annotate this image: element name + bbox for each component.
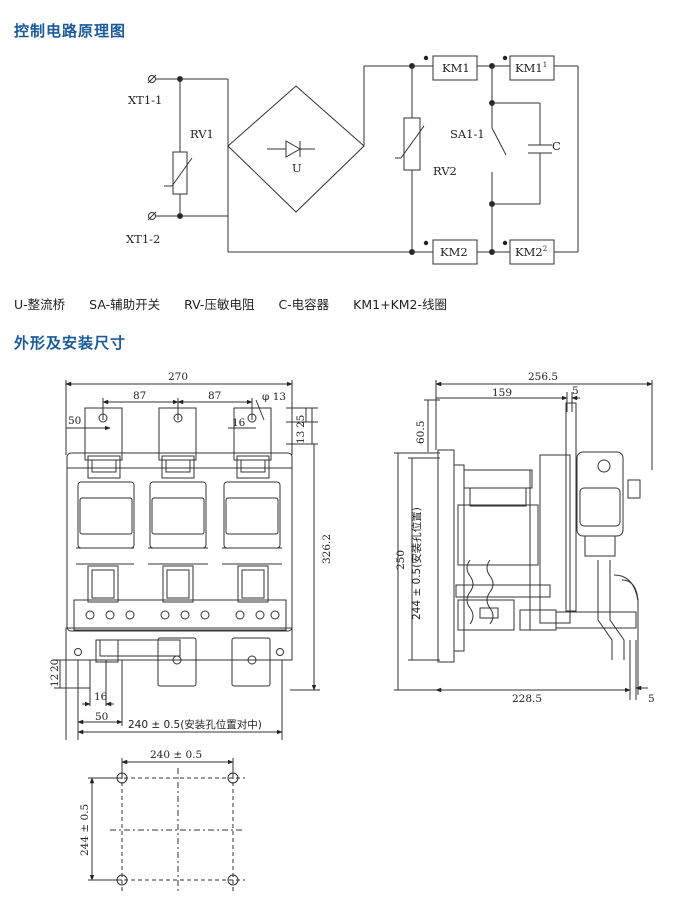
dim-159: 159 [492, 387, 512, 399]
legend-item: RV-压敏电阻 [184, 297, 255, 312]
switch-sa1-1 [491, 127, 507, 156]
side-view [394, 380, 653, 700]
terminal-xt1-1 [147, 74, 180, 84]
outline-dimensions-title: 外形及安装尺寸 [14, 334, 127, 352]
pole-1 [76, 407, 135, 603]
dim-60-5: 60.5 [415, 421, 427, 444]
legend-item: KM1+KM2-线圈 [353, 297, 448, 312]
dim-20: 20 [49, 659, 61, 672]
varistor-rv2 [403, 117, 421, 171]
dim-25: 25 [295, 415, 307, 428]
pole-2 [148, 407, 208, 603]
dim-5-bottom: 5 [648, 693, 655, 705]
legend-item: SA-辅助开关 [89, 297, 161, 312]
dim-13: 13 [295, 431, 307, 444]
legend-item: C-电容器 [278, 297, 330, 312]
front-view [54, 380, 320, 740]
label-u: U [292, 161, 302, 175]
mounting-hole-diagram [88, 758, 245, 892]
label-xt1-1: XT1-1 [128, 93, 162, 107]
label-km2: KM2 [440, 245, 468, 259]
label-sa1-1: SA1-1 [450, 127, 485, 141]
dim-250: 250 [395, 550, 407, 570]
dim-5-top: 5 [572, 385, 579, 397]
label-km1: KM1 [442, 61, 470, 75]
rectifier-bridge-u [227, 85, 365, 213]
dim-mount-side: 244 ± 0.5(安装孔位置) [410, 507, 423, 620]
pole-3 [222, 407, 282, 603]
component-legend: U-整流桥 SA-辅助开关 RV-压敏电阻 C-电容器 KM1+KM2-线圈 [14, 294, 467, 313]
dim-phi-13: φ 13 [262, 391, 286, 403]
varistor-rv1 [172, 151, 188, 195]
dim-87-b: 87 [208, 390, 221, 402]
dim-16: 16 [232, 417, 246, 429]
dim-50-bottom: 50 [95, 711, 108, 723]
dim-50: 50 [68, 415, 81, 427]
label-xt1-2: XT1-2 [126, 232, 160, 246]
label-km1-prime: KM11 [515, 61, 547, 75]
coil-km1 [432, 55, 478, 81]
legend-item: U-整流桥 [14, 297, 66, 312]
circuit-diagram [147, 55, 579, 265]
dim-hole-width: 240 ± 0.5 [150, 749, 202, 761]
dim-228-5: 228.5 [512, 693, 542, 705]
dim-16-bottom: 16 [94, 691, 108, 703]
label-c: C [552, 139, 561, 153]
coil-km1-prime [509, 55, 555, 81]
dim-256-5: 256.5 [528, 371, 558, 383]
dim-87-a: 87 [133, 390, 146, 402]
dim-326-2: 326.2 [321, 534, 333, 564]
terminal-xt1-2 [147, 211, 180, 221]
circuit-diagram-title: 控制电路原理图 [14, 22, 127, 40]
label-rv2: RV2 [433, 164, 457, 178]
dim-hole-height: 244 ± 0.5 [79, 804, 91, 856]
label-km2-prime: KM22 [515, 245, 547, 259]
dim-270: 270 [168, 371, 188, 383]
label-rv1: RV1 [190, 127, 214, 141]
dim-12: 12 [49, 674, 61, 687]
dim-mount-front: 240 ± 0.5(安装孔位置对中) [128, 718, 262, 731]
diode-icon [267, 140, 315, 158]
